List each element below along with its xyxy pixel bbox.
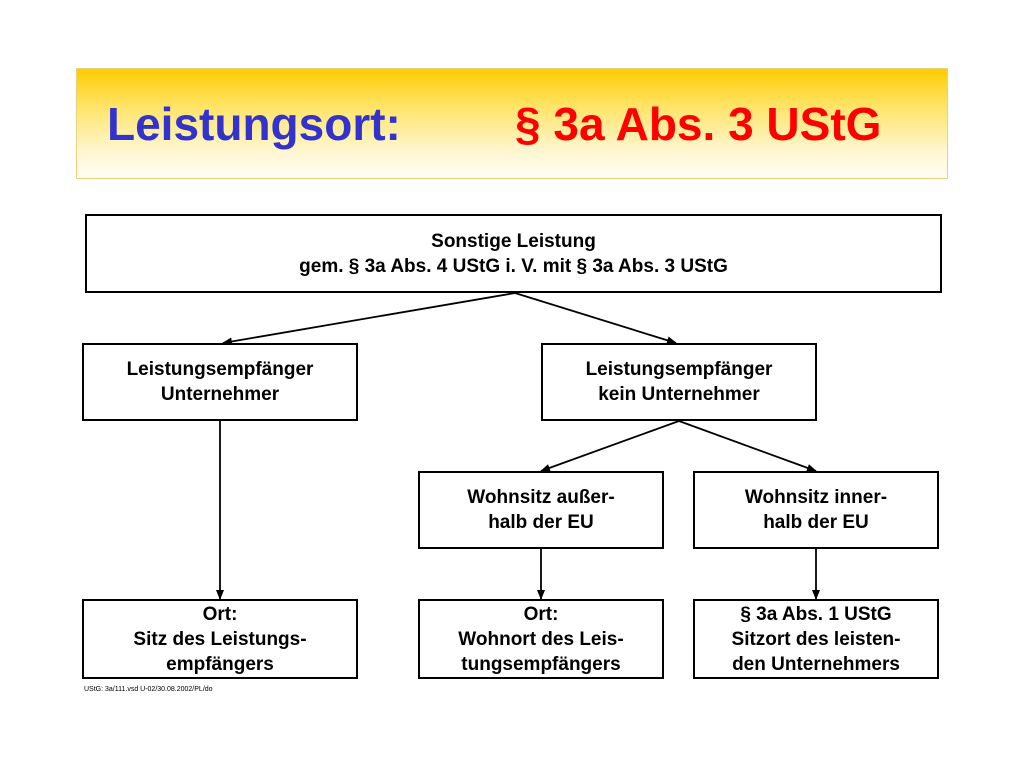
node-place-inside-eu-line3: den Unternehmers — [732, 653, 900, 675]
arrow-non-business-to-outside-eu — [540, 420, 680, 472]
node-residence-inside-eu-line2: halb der EU — [763, 512, 869, 533]
node-place-outside-eu: Ort: Wohnort des Leis- tungsempfängers — [418, 599, 664, 679]
node-place-business-line3: empfängers — [166, 653, 274, 675]
node-recipient-business: Leistungsempfänger Unternehmer — [82, 343, 358, 421]
node-recipient-non-business-line2: kein Unternehmer — [598, 384, 760, 405]
node-residence-outside-eu-line2: halb der EU — [488, 512, 594, 533]
node-residence-outside-eu: Wohnsitz außer- halb der EU — [418, 471, 664, 549]
node-place-business-line1: Ort: — [202, 603, 238, 625]
node-recipient-non-business-line1: Leistungsempfänger — [585, 359, 773, 380]
page-title: Leistungsort: — [107, 98, 401, 150]
arrow-root-to-business — [222, 292, 516, 346]
node-place-outside-eu-line3: tungsempfängers — [461, 653, 621, 675]
node-recipient-non-business: Leistungsempfänger kein Unternehmer — [541, 343, 817, 421]
node-place-outside-eu-line1: Ort: — [523, 603, 559, 625]
node-place-outside-eu-line2: Wohnort des Leis- — [458, 628, 624, 650]
node-place-inside-eu: § 3a Abs. 1 UStG Sitzort des leisten- de… — [693, 599, 939, 679]
node-residence-inside-eu-line1: Wohnsitz inner- — [744, 487, 888, 508]
arrow-root-to-non-business — [514, 292, 677, 345]
node-recipient-business-line1: Leistungsempfänger — [126, 359, 314, 380]
node-residence-outside-eu-line1: Wohnsitz außer- — [467, 487, 615, 508]
node-residence-inside-eu: Wohnsitz inner- halb der EU — [693, 471, 939, 549]
arrow-non-business-to-inside-eu — [678, 420, 817, 472]
title-banner: Leistungsort: § 3a Abs. 3 UStG — [76, 68, 948, 179]
node-other-service-line2: gem. § 3a Abs. 4 UStG i. V. mit § 3a Abs… — [299, 255, 728, 277]
node-place-inside-eu-line1: § 3a Abs. 1 UStG — [740, 603, 892, 625]
node-recipient-business-line2: Unternehmer — [160, 384, 280, 405]
node-place-inside-eu-line2: Sitzort des leisten- — [731, 628, 901, 650]
node-other-service: Sonstige Leistung gem. § 3a Abs. 4 UStG … — [85, 214, 942, 293]
footer-file-reference: UStG: 3a/111.vsd U-02/30.08.2002/PL/do — [84, 686, 213, 693]
node-place-business-line2: Sitz des Leistungs- — [133, 628, 307, 650]
node-place-business: Ort: Sitz des Leistungs- empfängers — [82, 599, 358, 679]
page-subtitle-legal-reference: § 3a Abs. 3 UStG — [515, 98, 882, 150]
node-other-service-line1: Sonstige Leistung — [431, 230, 596, 252]
